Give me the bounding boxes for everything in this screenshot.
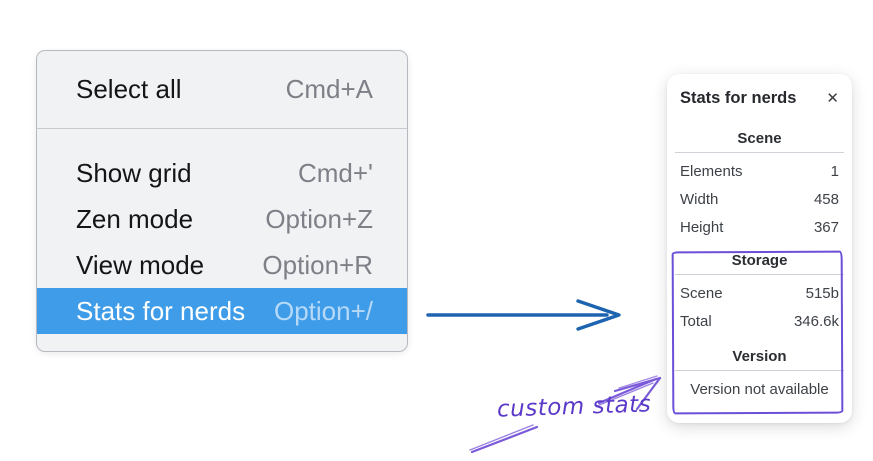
version-note: Version not available (690, 381, 829, 398)
stat-value: 515b (805, 285, 839, 302)
stats-panel-title: Stats for nerds (680, 89, 797, 107)
menu-divider (37, 128, 407, 129)
menu-item-label: Show grid (76, 157, 192, 188)
stat-row-height: Height 367 (678, 214, 841, 242)
stats-panel: Stats for nerds ✕ Scene Elements 1 Width… (667, 74, 852, 423)
stat-label: Elements (680, 163, 743, 180)
stat-value: 1 (830, 163, 839, 180)
close-icon: ✕ (826, 90, 839, 107)
stat-value: 367 (813, 219, 839, 236)
menu-section-bottom: Show grid Cmd+' Zen mode Option+Z View m… (37, 129, 407, 334)
menu-item-label: Stats for nerds (76, 295, 246, 326)
menu-section-top: Select all Cmd+A (37, 51, 407, 128)
menu-item-stats-for-nerds[interactable]: Stats for nerds Option+/ (37, 288, 407, 334)
menu-item-label: Zen mode (76, 203, 194, 234)
menu-item-label: View mode (76, 249, 205, 280)
menu-item-shortcut: Option+/ (273, 295, 373, 326)
menu-item-shortcut: Option+Z (265, 203, 373, 234)
section-divider (675, 370, 844, 371)
stat-row-width: Width 458 (678, 186, 841, 214)
stat-label: Scene (680, 285, 723, 302)
section-divider (675, 274, 844, 275)
menu-item-view-mode[interactable]: View mode Option+R (37, 242, 407, 288)
annotation-label: custom stats (496, 391, 652, 423)
stat-label: Width (680, 191, 719, 208)
menu-item-label: Select all (76, 74, 182, 104)
flow-arrow-icon (426, 299, 621, 331)
context-menu: Select all Cmd+A Show grid Cmd+' Zen mod… (36, 50, 408, 352)
stats-panel-header: Stats for nerds ✕ (680, 89, 839, 108)
menu-item-select-all[interactable]: Select all Cmd+A (37, 51, 407, 128)
stat-label: Height (680, 219, 724, 236)
section-heading-version: Version (732, 348, 787, 365)
stat-label: Total (680, 313, 712, 330)
stat-value: 346.6k (793, 313, 839, 330)
menu-item-shortcut: Option+R (262, 249, 373, 280)
menu-item-zen-mode[interactable]: Zen mode Option+Z (37, 196, 407, 242)
stat-row-scene-size: Scene 515b (678, 280, 841, 308)
menu-item-shortcut: Cmd+A (285, 74, 373, 104)
stat-row-elements: Elements 1 (678, 158, 841, 186)
section-divider (675, 152, 844, 153)
menu-item-show-grid[interactable]: Show grid Cmd+' (37, 150, 407, 196)
stat-value: 458 (813, 191, 839, 208)
close-button[interactable]: ✕ (826, 91, 839, 106)
stat-row-total-size: Total 346.6k (678, 308, 841, 336)
section-heading-scene: Scene (737, 130, 782, 147)
section-heading-storage: Storage (731, 252, 788, 269)
menu-item-shortcut: Cmd+' (297, 157, 373, 188)
